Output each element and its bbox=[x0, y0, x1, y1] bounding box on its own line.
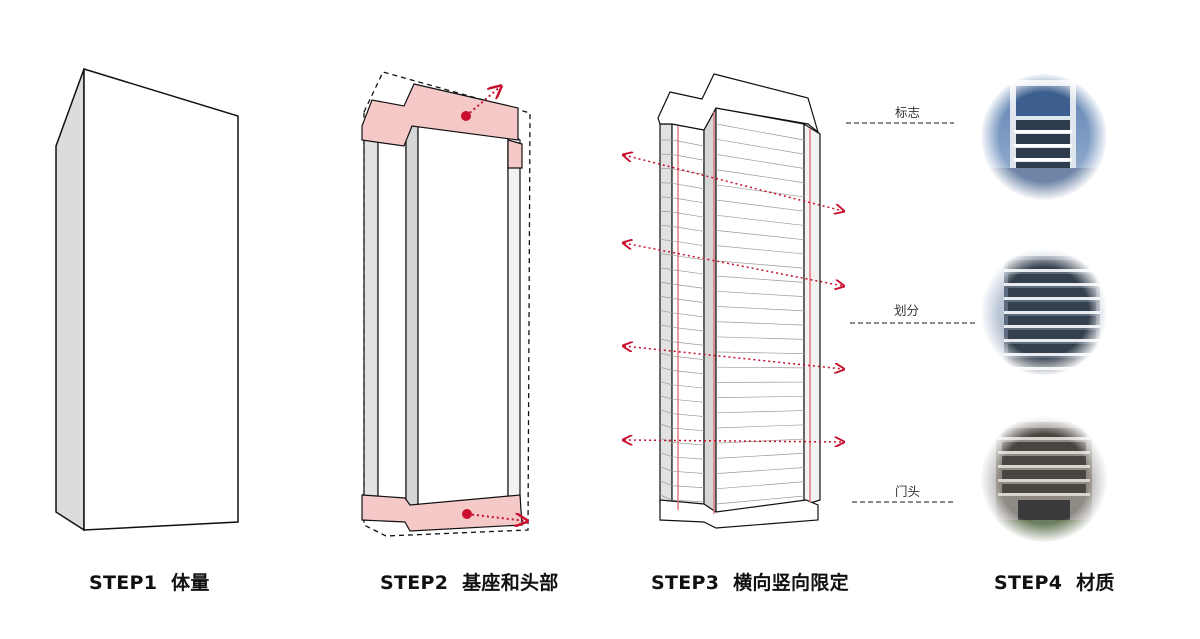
floor-line bbox=[715, 452, 805, 459]
step2-right-wing bbox=[507, 130, 521, 506]
step2-base-crown-model bbox=[361, 71, 531, 537]
floor-line bbox=[659, 409, 673, 414]
step2-main-front bbox=[417, 117, 509, 513]
floor-line bbox=[715, 290, 805, 297]
step3-right-wing bbox=[803, 122, 821, 506]
floor-line bbox=[659, 295, 673, 299]
floor-line bbox=[659, 452, 673, 458]
step3-left-wing bbox=[659, 123, 673, 514]
floor-line bbox=[715, 395, 805, 398]
step2-crown-right-cap bbox=[507, 139, 523, 169]
step3-grid-model bbox=[624, 73, 843, 529]
floor-line bbox=[715, 467, 805, 474]
step2-left-wing bbox=[363, 129, 379, 506]
floor-line bbox=[715, 321, 805, 326]
step4-material-callouts bbox=[846, 73, 1108, 543]
floor-line bbox=[659, 480, 673, 486]
step3-arrow-3 bbox=[624, 346, 843, 369]
material-label-entrance: 门头 bbox=[895, 484, 921, 499]
floor-line bbox=[715, 424, 805, 429]
step1-label: STEP1 体量 bbox=[89, 572, 210, 594]
step2-crown-highlight bbox=[361, 83, 519, 147]
step2-inner-side bbox=[405, 116, 419, 513]
floor-line bbox=[715, 481, 805, 490]
step2-dashed-envelope bbox=[363, 71, 531, 537]
step1-side-face bbox=[55, 68, 85, 532]
floor-line bbox=[715, 336, 805, 340]
material-photo-division-fade bbox=[980, 248, 1108, 376]
floor-line bbox=[659, 494, 673, 501]
step4-label: STEP4 材质 bbox=[994, 572, 1115, 594]
floor-line bbox=[659, 224, 673, 227]
step3-crown bbox=[657, 73, 820, 134]
floor-line bbox=[715, 123, 805, 141]
floor-line bbox=[659, 324, 673, 328]
material-label-sign: 标志 bbox=[895, 105, 921, 120]
floor-line bbox=[659, 381, 673, 386]
step1-front-face bbox=[83, 67, 239, 531]
floor-line bbox=[715, 410, 805, 414]
step1-massing-model bbox=[55, 67, 239, 532]
floor-line bbox=[659, 310, 673, 314]
step3-base bbox=[659, 499, 819, 529]
step3-arrow-4 bbox=[624, 440, 843, 442]
step2-label: STEP2 基座和头部 bbox=[380, 572, 559, 594]
floor-line bbox=[659, 466, 673, 472]
floor-line bbox=[659, 423, 673, 429]
floor-line bbox=[659, 395, 673, 400]
material-label-division: 划分 bbox=[894, 303, 920, 318]
step3-horizontal-arrows bbox=[624, 155, 843, 442]
material-photo-entrance-fade bbox=[980, 415, 1108, 543]
step2-left-front bbox=[377, 129, 407, 513]
floor-line bbox=[715, 495, 805, 505]
step3-label: STEP3 横向竖向限定 bbox=[651, 572, 849, 594]
step3-arrow-2 bbox=[624, 243, 843, 286]
floor-line bbox=[715, 230, 805, 241]
floor-line bbox=[715, 306, 805, 312]
material-photo-sign-fade bbox=[980, 73, 1108, 201]
floor-line bbox=[715, 214, 805, 226]
step3-left-front bbox=[671, 123, 705, 513]
